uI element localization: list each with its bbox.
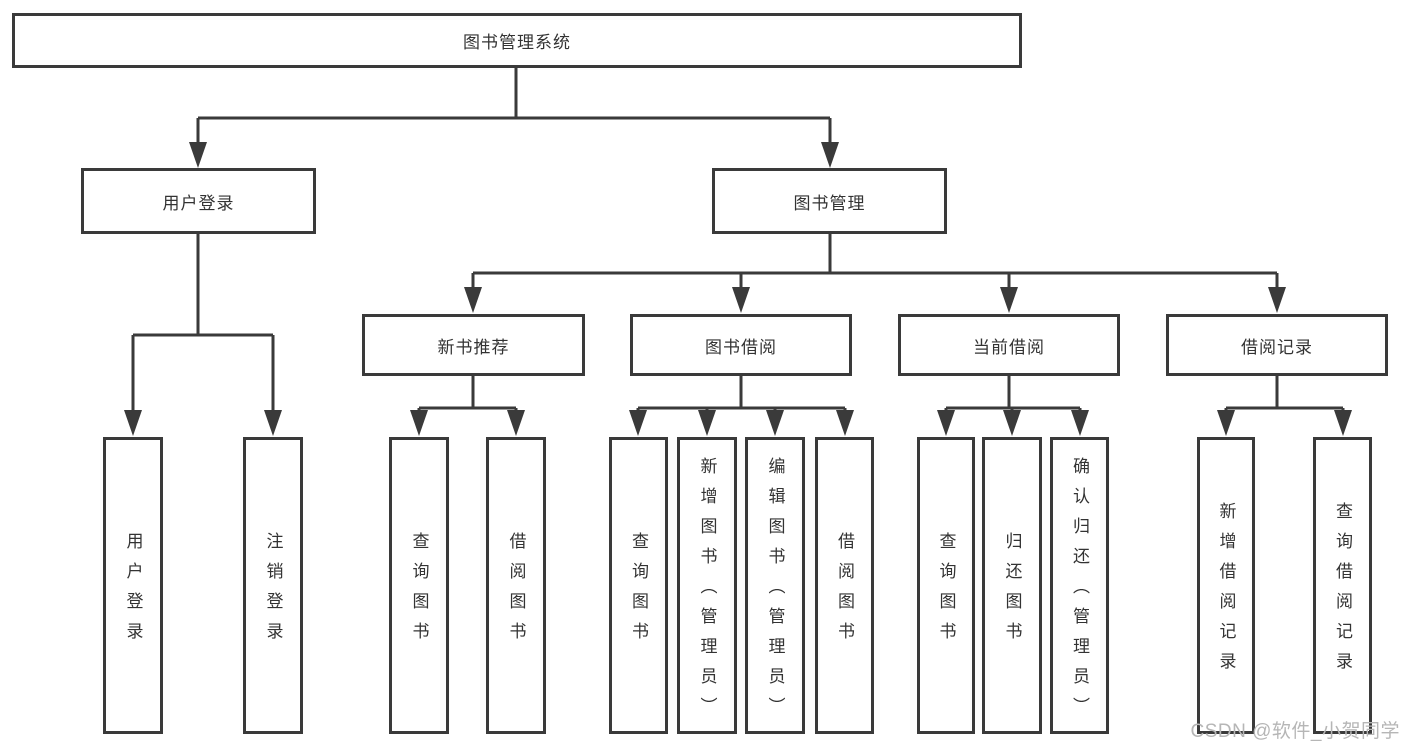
leaf-recommend-query-books: 查询图书 xyxy=(389,437,449,734)
node-library-management-system: 图书管理系统 xyxy=(12,13,1022,68)
node-label: 注销登录 xyxy=(263,532,283,652)
node-label: 当前借阅 xyxy=(973,337,1045,357)
node-current-borrowing: 当前借阅 xyxy=(898,314,1120,376)
node-label: 归还图书 xyxy=(1002,532,1022,652)
node-label: 图书借阅 xyxy=(705,337,777,357)
node-label: 查询借阅记录 xyxy=(1333,502,1352,682)
leaf-logout-login: 注销登录 xyxy=(243,437,303,734)
leaf-user-login: 用户登录 xyxy=(103,437,163,734)
leaf-borrowing-query-books: 查询图书 xyxy=(609,437,668,734)
node-label: 新增图书（管理员） xyxy=(697,457,717,727)
node-label: 图书管理系统 xyxy=(463,33,571,52)
node-label: 查询图书 xyxy=(936,532,956,652)
leaf-current-query-books: 查询图书 xyxy=(917,437,975,734)
node-book-borrowing: 图书借阅 xyxy=(630,314,852,376)
node-label: 新书推荐 xyxy=(437,337,510,357)
leaf-records-query-record: 查询借阅记录 xyxy=(1313,437,1372,734)
leaf-records-add-record: 新增借阅记录 xyxy=(1197,437,1255,734)
node-label: 借阅图书 xyxy=(506,532,526,652)
leaf-borrowing-borrow-books: 借阅图书 xyxy=(815,437,874,734)
node-label: 查询图书 xyxy=(629,532,648,652)
node-label: 图书管理 xyxy=(793,193,866,213)
csdn-watermark: CSDN @软件_小贺同学 xyxy=(1190,721,1400,742)
node-label: 借阅记录 xyxy=(1241,337,1313,357)
node-label: 编辑图书（管理员） xyxy=(765,457,785,727)
node-label: 查询图书 xyxy=(409,532,429,652)
node-label: 借阅图书 xyxy=(835,532,854,652)
node-user-login: 用户登录 xyxy=(81,168,316,234)
leaf-borrowing-add-books-admin: 新增图书（管理员） xyxy=(677,437,737,734)
leaf-borrowing-edit-books-admin: 编辑图书（管理员） xyxy=(745,437,805,734)
node-book-management: 图书管理 xyxy=(712,168,947,234)
node-label: 新增借阅记录 xyxy=(1216,502,1236,682)
node-label: 确认归还（管理员） xyxy=(1070,457,1089,727)
node-label: 用户登录 xyxy=(162,193,235,213)
leaf-current-confirm-return-admin: 确认归还（管理员） xyxy=(1050,437,1109,734)
node-borrowing-records: 借阅记录 xyxy=(1166,314,1388,376)
node-new-book-recommend: 新书推荐 xyxy=(362,314,585,376)
leaf-recommend-borrow-books: 借阅图书 xyxy=(486,437,546,734)
node-label: 用户登录 xyxy=(123,532,143,652)
leaf-current-return-books: 归还图书 xyxy=(982,437,1042,734)
